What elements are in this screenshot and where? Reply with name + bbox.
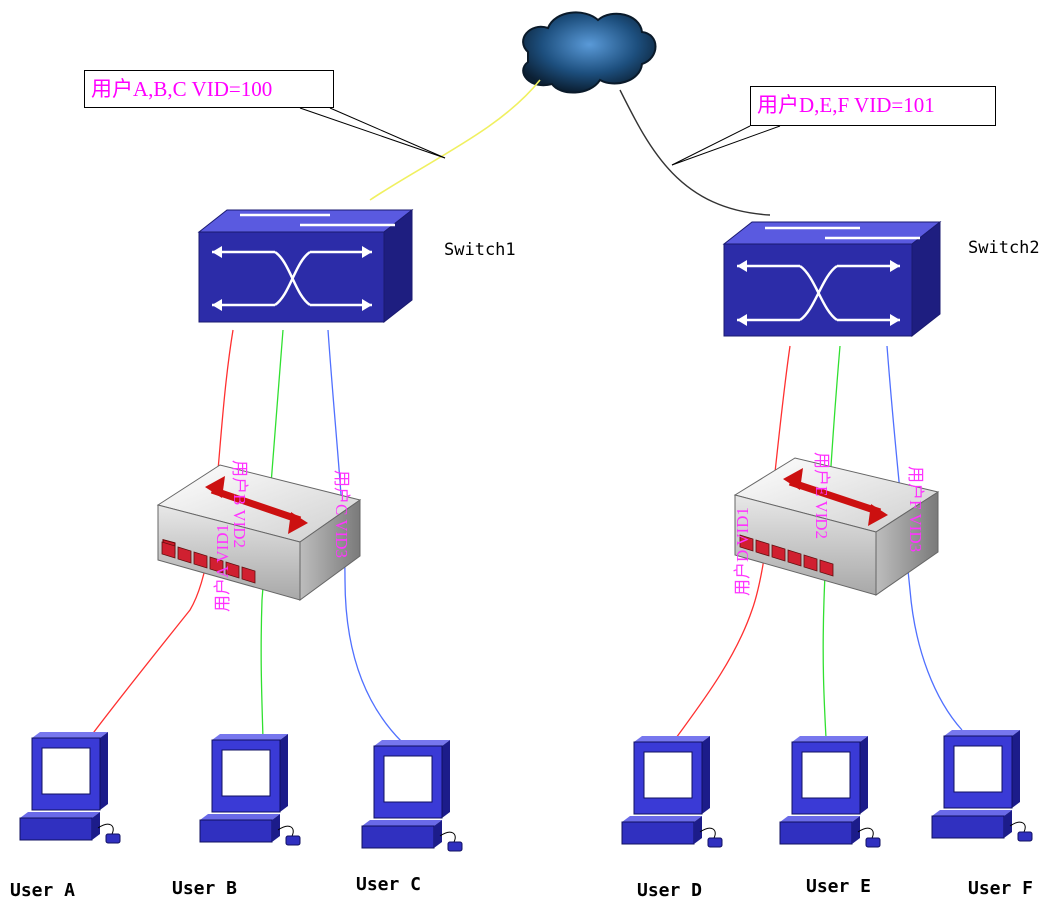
vlan-label-user-d: 用户D VID1	[733, 507, 752, 596]
vlan-label-user-c: 用户C VID3	[332, 470, 351, 558]
callout-left-pointer	[299, 107, 446, 159]
switch2-label: Switch2	[968, 238, 1040, 258]
vlan-label-user-e: 用户E VID2	[812, 452, 831, 540]
computer-user-a-icon	[19, 732, 121, 844]
link-user-f	[886, 345, 963, 731]
user-b-label: User B	[172, 878, 238, 899]
callout-right: 用户D,E,F VID=101	[750, 86, 996, 126]
link-user-c	[327, 329, 403, 743]
computer-user-c-icon	[361, 740, 463, 852]
link-user-d	[675, 345, 791, 739]
link-user-a	[87, 329, 234, 741]
computer-user-d-icon	[621, 736, 723, 848]
callout-right-pointer	[671, 125, 781, 166]
hub-right-icon	[733, 457, 940, 596]
user-c-label: User C	[356, 874, 422, 895]
callout-left: 用户A,B,C VID=100	[84, 70, 334, 108]
computer-user-e-icon	[779, 736, 881, 848]
uplink-left-line	[369, 79, 541, 201]
vlan-label-user-f: 用户F VID3	[906, 466, 925, 553]
computer-user-f-icon	[931, 730, 1033, 842]
switch1-icon	[197, 208, 414, 324]
internet-cloud-icon	[522, 11, 657, 94]
computer-user-b-icon	[199, 734, 301, 846]
vlan-label-user-b: 用户B VID2	[230, 460, 249, 548]
user-e-label: User E	[806, 876, 872, 897]
user-f-label: User F	[968, 878, 1034, 899]
user-a-label: User A	[10, 880, 76, 901]
switch1-label: Switch1	[444, 240, 516, 260]
uplink-right-line	[619, 89, 771, 216]
switch2-icon	[722, 220, 942, 338]
link-user-e	[822, 345, 841, 739]
user-d-label: User D	[637, 880, 703, 901]
hub-left-icon	[156, 464, 362, 601]
